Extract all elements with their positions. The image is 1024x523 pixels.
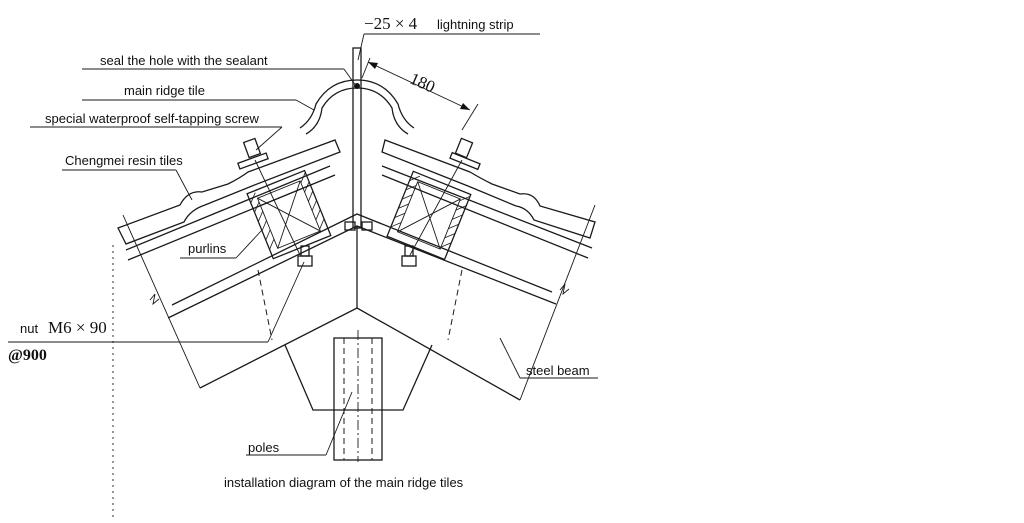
- lightning-strip-dim-label: −25 × 4: [364, 14, 418, 33]
- dimension-180: [361, 57, 479, 131]
- left-screw: [237, 137, 301, 256]
- nut-prefix-label: nut: [20, 321, 38, 336]
- lightning-strip-label: lightning strip: [437, 17, 514, 32]
- pole-drawing: [333, 330, 383, 462]
- lightning-strip-drawing: [352, 47, 362, 229]
- main-ridge-tile-label: main ridge tile: [124, 83, 205, 98]
- left-purlin: [246, 169, 332, 260]
- purlins-label: purlins: [188, 241, 227, 256]
- steel-beam-drawing: [112, 204, 596, 520]
- leader-lines: [8, 33, 598, 456]
- right-screw: [409, 137, 481, 256]
- right-resin-tiles: [381, 139, 596, 259]
- screw-label: special waterproof self-tapping screw: [45, 111, 259, 126]
- nuts: [297, 221, 417, 267]
- nut-spec-label: M6 × 90: [48, 318, 107, 337]
- resin-tiles-label: Chengmei resin tiles: [65, 153, 183, 168]
- left-resin-tiles: [117, 139, 341, 261]
- right-purlin: [386, 170, 472, 261]
- steel-beam-label: steel beam: [526, 363, 590, 378]
- seal-label: seal the hole with the sealant: [100, 53, 268, 68]
- spacing-label: @900: [8, 347, 47, 364]
- caption: installation diagram of the main ridge t…: [224, 475, 464, 490]
- poles-label: poles: [248, 440, 280, 455]
